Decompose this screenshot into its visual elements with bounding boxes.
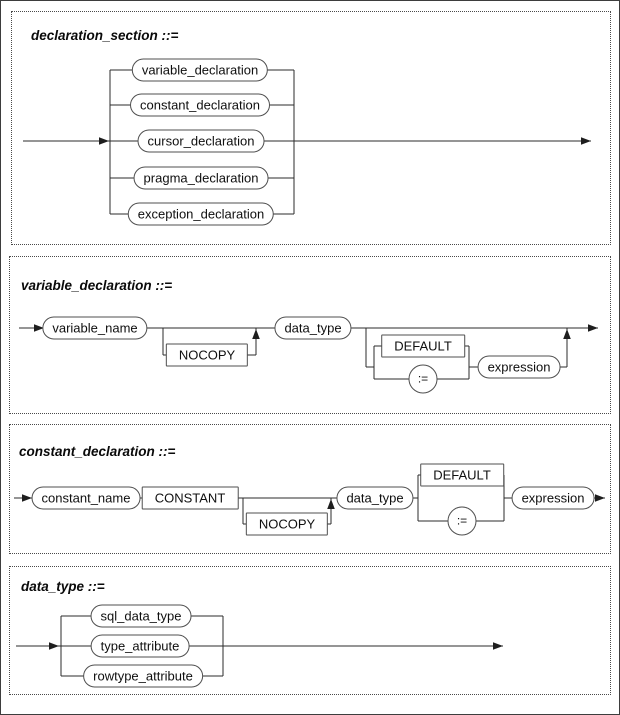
section-box-data-type: [9, 566, 611, 695]
node-type-attribute: type_attribute: [90, 634, 190, 658]
arrow-right-icon: [588, 324, 598, 332]
node-nocopy-keyword: NOCOPY: [165, 343, 249, 367]
node-nocopy-keyword: NOCOPY: [245, 512, 329, 536]
arrow-right-icon: [99, 137, 109, 145]
node-expression: expression: [511, 486, 595, 510]
node-expression: expression: [477, 355, 561, 379]
node-data-type: data_type: [336, 486, 414, 510]
node-constant-name: constant_name: [31, 486, 141, 510]
node-assign-operator: :=: [408, 364, 438, 394]
arrow-right-icon: [493, 642, 503, 650]
section-title-variable-declaration: variable_declaration ::=: [21, 278, 173, 293]
arrow-up-icon: [563, 329, 571, 339]
node-constant-declaration: constant_declaration: [130, 93, 270, 117]
node-rowtype-attribute: rowtype_attribute: [83, 664, 203, 688]
node-default-keyword: DEFAULT: [381, 334, 465, 358]
node-pragma-declaration: pragma_declaration: [133, 166, 269, 190]
node-data-type: data_type: [274, 316, 352, 340]
arrow-right-icon: [49, 642, 59, 650]
section-title-data-type: data_type ::=: [21, 579, 105, 594]
arrow-up-icon: [327, 499, 335, 509]
node-variable-name: variable_name: [42, 316, 148, 340]
section-box-constant-declaration: [9, 424, 611, 554]
node-exception-declaration: exception_declaration: [127, 202, 275, 226]
section-box-declaration-section: [11, 11, 611, 245]
section-title-declaration-section: declaration_section ::=: [31, 28, 179, 43]
node-constant-keyword: CONSTANT: [141, 486, 239, 510]
arrow-right-icon: [595, 494, 605, 502]
node-assign-operator: :=: [447, 506, 477, 536]
arrow-right-icon: [581, 137, 591, 145]
arrow-up-icon: [252, 329, 260, 339]
section-title-constant-declaration: constant_declaration ::=: [19, 444, 176, 459]
node-default-keyword: DEFAULT: [420, 463, 504, 487]
section-box-variable-declaration: [9, 256, 611, 414]
arrow-right-icon: [34, 324, 44, 332]
arrow-right-icon: [22, 494, 32, 502]
node-sql-data-type: sql_data_type: [90, 604, 192, 628]
node-cursor-declaration: cursor_declaration: [137, 129, 265, 153]
arrowheads: [22, 137, 605, 650]
node-variable-declaration: variable_declaration: [131, 58, 269, 82]
